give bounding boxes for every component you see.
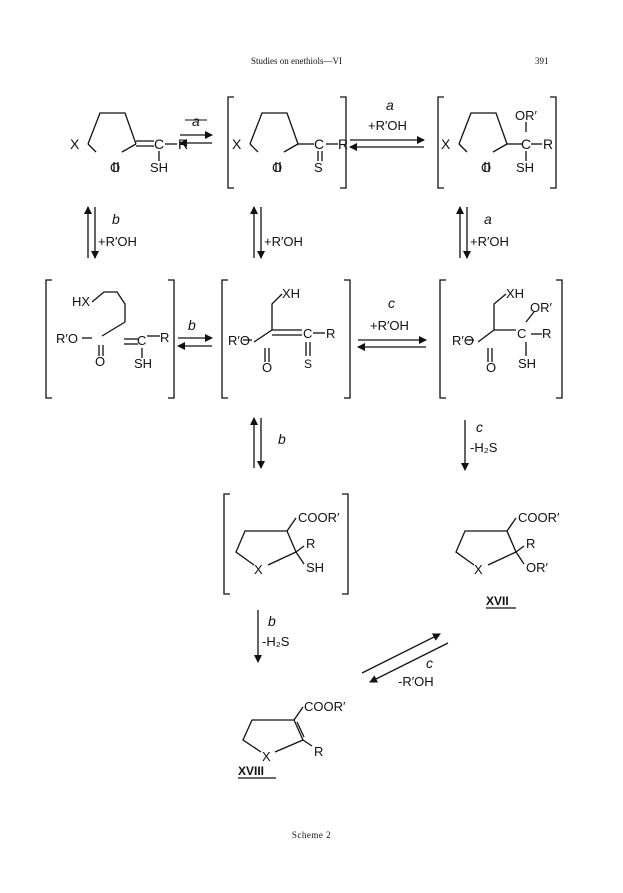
group-or-xvii: OR′ (526, 560, 549, 575)
label-b-2: b (188, 317, 196, 333)
atom-s-5: S (304, 357, 312, 371)
reagent-h2s-1: -H₂S (470, 440, 498, 455)
reagent-roh-2: +R′OH (98, 234, 137, 249)
group-sh-1: SH (150, 160, 168, 175)
bracket-intermediate-2 (437, 96, 557, 189)
equilibrium-arrow-a-2 (349, 136, 425, 151)
label-b-4: b (268, 613, 276, 629)
group-sh-3: SH (516, 160, 534, 175)
bracket-intermediate-1 (227, 96, 347, 189)
group-xh-6: XH (506, 286, 524, 301)
atom-o-5: O (262, 360, 272, 375)
scheme-caption: Scheme 2 (291, 830, 332, 840)
label-a-1: a (192, 113, 200, 129)
group-coor-xvii: COOR′ (518, 510, 560, 525)
compound-hemithioketal (458, 112, 542, 172)
equilibrium-arrow-xvii-xviii (361, 633, 449, 683)
atom-r-xvii: R (526, 536, 535, 551)
reagent-roh-1: +R′OH (368, 118, 407, 133)
compound-enethiol (87, 112, 177, 172)
atom-c-2: C (314, 136, 324, 152)
atom-c-4: C (137, 333, 146, 348)
reagent-roh-4: +R′OH (470, 234, 509, 249)
reagent-h2s-2: -H₂S (262, 634, 290, 649)
compound-label-xvii: XVII (486, 594, 509, 608)
atom-r-3: R (543, 136, 553, 152)
reagent-roh-minus: -R′OH (398, 674, 434, 689)
group-sh-7: SH (306, 560, 324, 575)
reagent-roh-3: +R′OH (264, 234, 303, 249)
atom-r-2: R (338, 136, 348, 152)
atom-r-4: R (160, 330, 169, 345)
atom-x-7: X (254, 562, 263, 577)
vertical-arrows-middle (250, 206, 265, 259)
compound-label-xviii: XVIII (238, 764, 264, 778)
atom-o-4: O (95, 354, 105, 369)
running-title: Studies on enethiols—VI (251, 56, 342, 66)
vertical-arrows-left (84, 206, 99, 259)
group-sh-6: SH (518, 356, 536, 371)
group-ro-4: R′O (56, 331, 78, 346)
bracket-intermediate-6 (223, 493, 349, 595)
atom-x-1: X (70, 136, 80, 152)
atom-r-xviii: R (314, 744, 323, 759)
label-c-1: c (388, 295, 395, 311)
label-b-1: b (112, 211, 120, 227)
group-ro-5: R′O (228, 333, 250, 348)
group-sh-4: SH (134, 356, 152, 371)
equilibrium-arrow-c (357, 336, 427, 351)
atom-o-6: O (486, 360, 496, 375)
group-hx-4: HX (72, 294, 90, 309)
group-ro-6: R′O (452, 333, 474, 348)
atom-c-1: C (154, 136, 164, 152)
atom-s-2: S (314, 160, 323, 175)
vertical-arrows-b (250, 417, 265, 469)
label-a-3: a (484, 211, 492, 227)
page-number: 391 (535, 56, 549, 66)
equilibrium-arrow-a-1 (179, 119, 213, 147)
label-c-3: c (426, 655, 433, 671)
atom-r-7: R (306, 536, 315, 551)
atom-o-3: O (481, 160, 491, 175)
bracket-intermediate-5 (439, 279, 563, 399)
group-coor-7: COOR′ (298, 510, 340, 525)
compound-xviii-structure (242, 706, 313, 753)
group-or-3: OR′ (515, 108, 538, 123)
group-coor-xviii: COOR′ (304, 699, 346, 714)
atom-r-1: R (178, 136, 188, 152)
label-c-2: c (476, 419, 483, 435)
group-or-6: OR′ (530, 300, 553, 315)
atom-x-3: X (441, 136, 451, 152)
atom-r-5: R (326, 326, 335, 341)
atom-c-3: C (521, 136, 531, 152)
atom-x-xviii: X (262, 749, 271, 764)
compound-open-hemithioketal (466, 293, 542, 362)
compound-cyclic-mercapto (235, 517, 305, 566)
reagent-roh-5: +R′OH (370, 318, 409, 333)
atom-c-6: C (517, 326, 526, 341)
label-b-3: b (278, 431, 286, 447)
atom-o-1: O (110, 160, 120, 175)
atom-o-2: O (272, 160, 282, 175)
compound-open-thioketone (243, 293, 325, 362)
label-a-2: a (386, 97, 394, 113)
compound-open-enethiol (82, 291, 160, 358)
group-xh-5: XH (282, 286, 300, 301)
equilibrium-arrow-b-1 (177, 334, 213, 350)
compound-xvii-structure (455, 517, 525, 566)
atom-x-xvii: X (474, 562, 483, 577)
bracket-intermediate-3 (45, 279, 175, 399)
bracket-intermediate-4 (221, 279, 351, 399)
vertical-arrows-right (456, 206, 471, 259)
compound-thioketone (249, 112, 338, 172)
atom-c-5: C (303, 326, 312, 341)
atom-x-2: X (232, 136, 242, 152)
atom-r-6: R (542, 326, 551, 341)
